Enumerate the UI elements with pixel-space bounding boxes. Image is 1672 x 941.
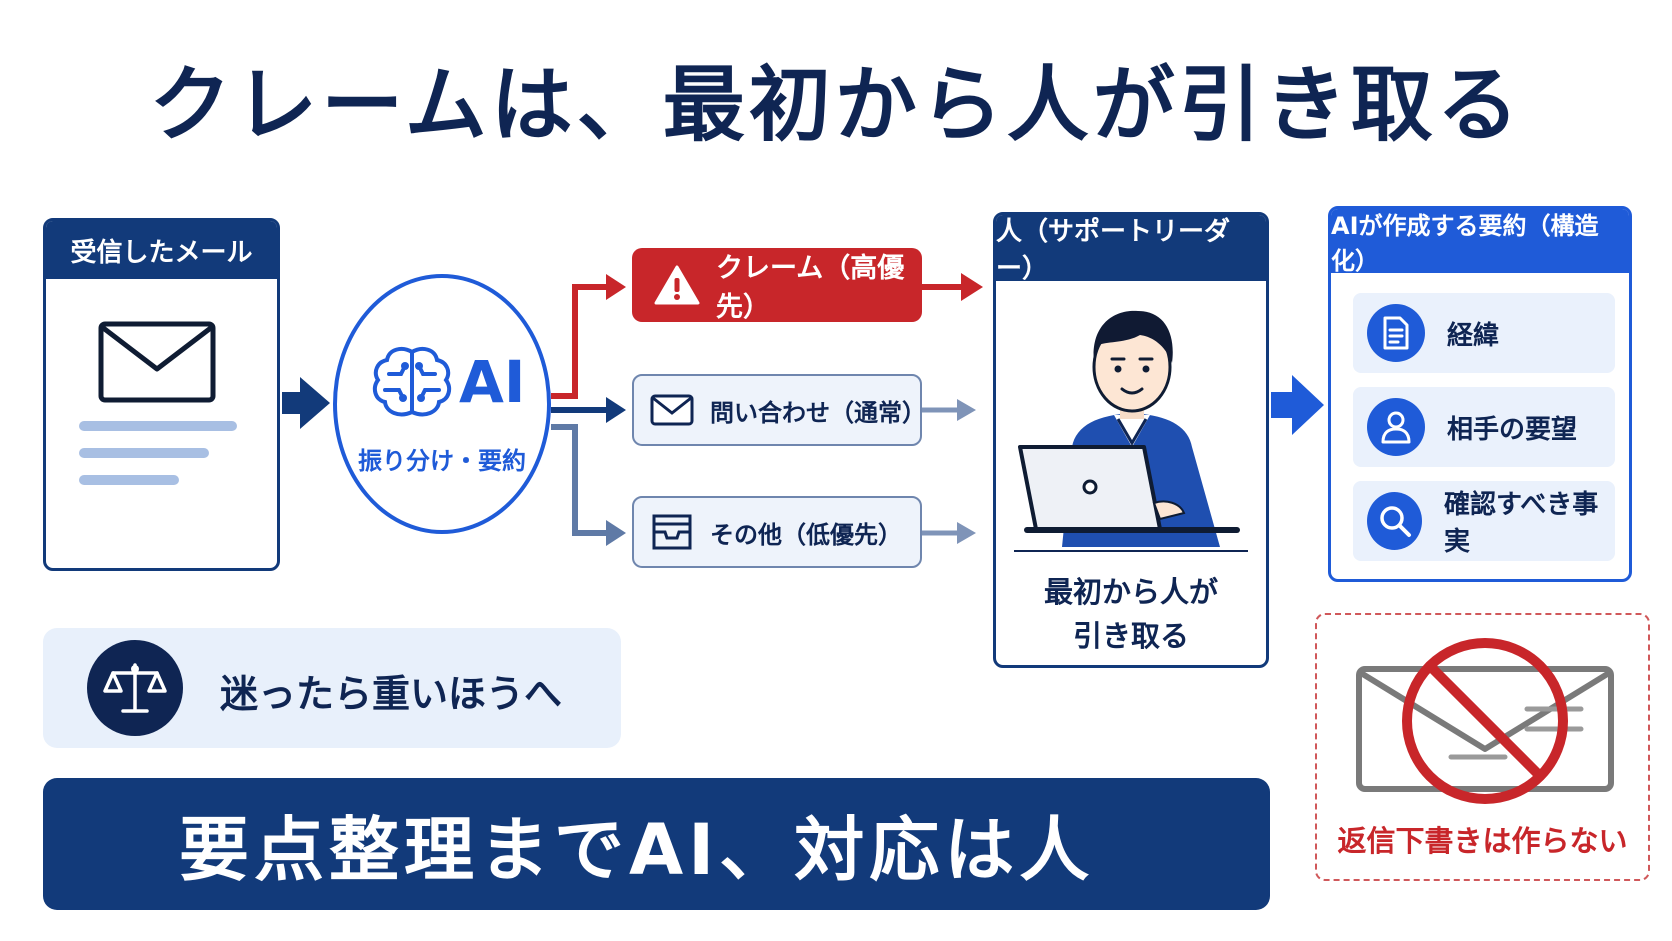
mail-icon [650,394,694,426]
received-mail-header: 受信したメール [46,221,277,279]
received-mail-card: 受信したメール [43,218,280,571]
page-title: クレームは、最初から人が引き取る [149,58,1523,153]
person-divider [1014,550,1248,552]
arrow-head-inquiry-out [957,399,976,421]
summary-item-history: 経緯 [1353,293,1615,373]
support-leader-header: 人（サポートリーダー） [996,215,1266,284]
summary-item-request: 相手の要望 [1353,387,1615,467]
archive-box-icon [650,512,694,552]
mail-text-line [79,448,209,458]
arrow-head-claim-to-person [961,273,983,301]
no-reply-draft-box: 返信下書きは作らない [1315,613,1650,881]
envelope-icon [98,321,216,403]
ai-summary-header: AIが作成する要約（構造化） [1331,209,1629,275]
magnifier-icon [1367,492,1423,550]
person-with-laptop-icon [1018,310,1240,547]
caption-line-1: 最初から人が [1043,575,1218,609]
mail-text-line [79,421,237,431]
arrow-head-claim [606,274,626,300]
scale-icon [87,640,183,736]
rule-text: 迷ったら重いほうへ [220,672,563,716]
support-leader-caption: 最初から人が 引き取る [996,570,1266,658]
banner-text: 要点整理までAI、対応は人 [179,808,1095,891]
caption-line-2: 引き取る [1072,619,1189,653]
category-other-label: その他（低優先） [710,520,902,549]
ai-node: AI 振り分け・要約 [333,274,551,534]
category-claim-label: クレーム（高優先） [716,253,905,323]
no-draft-label: 返信下書きは作らない [1337,824,1628,858]
document-icon [1367,304,1425,362]
summary-item-label: 確認すべき事実 [1444,490,1599,557]
category-inquiry: 問い合わせ（通常） [632,374,926,446]
summary-item-label: 相手の要望 [1447,414,1578,445]
category-other: その他（低優先） [632,496,922,568]
warning-icon [654,264,700,306]
mail-text-line [79,475,179,485]
no-draft-envelope-icon [1356,638,1614,804]
connector-other [551,424,610,536]
summary-banner: 要点整理までAI、対応は人 [43,778,1270,910]
ai-label: AI [459,348,526,416]
person-icon [1367,398,1425,456]
arrow-person-to-summary [1271,375,1324,435]
support-leader-card: 人（サポートリーダー） 最初から人が 引き取る [993,212,1269,668]
category-inquiry-label: 問い合わせ（通常） [710,398,926,427]
arrow-head-other [606,520,626,546]
arrow-head-inquiry [606,397,626,423]
summary-item-facts: 確認すべき事実 [1353,481,1615,561]
arrow-inbox-to-ai [282,377,330,429]
summary-item-label: 経緯 [1447,320,1500,351]
connector-claim [551,284,610,399]
rule-box: 迷ったら重いほうへ [43,628,621,748]
ai-summary-card: AIが作成する要約（構造化） 経緯 相手の要望 確認すべき事実 [1328,206,1632,582]
brain-icon [372,346,452,417]
arrow-head-other-out [957,522,976,544]
category-claim: クレーム（高優先） [632,248,922,323]
ai-sublabel: 振り分け・要約 [358,447,526,475]
